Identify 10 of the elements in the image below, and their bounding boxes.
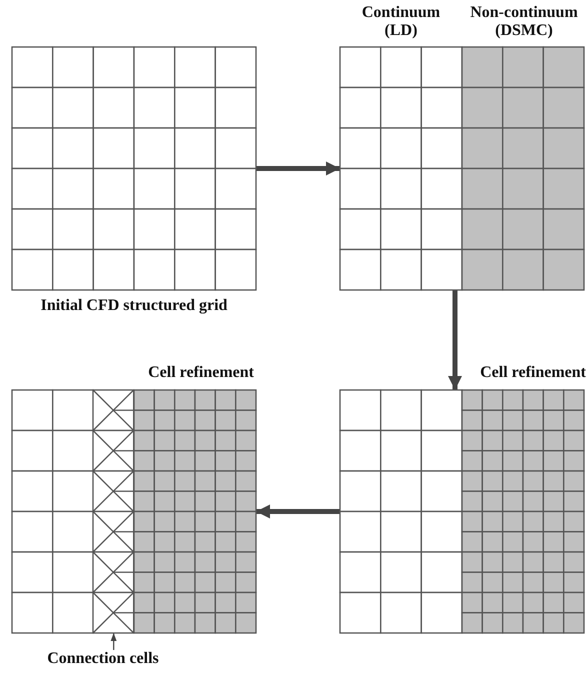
arrow (256, 504, 340, 518)
region-heading: Cell refinement (479, 364, 586, 382)
region-heading: Cell refinement (147, 364, 254, 382)
arrow (448, 290, 462, 390)
region-heading: Non-continuum (DSMC) (469, 4, 579, 40)
grid-caption: Initial CFD structured grid (40, 297, 228, 315)
region-heading: Continuum (LD) (360, 4, 442, 40)
arrow (256, 162, 340, 176)
leader-line (110, 633, 117, 650)
annotation-text: Connection cells (40, 650, 166, 668)
